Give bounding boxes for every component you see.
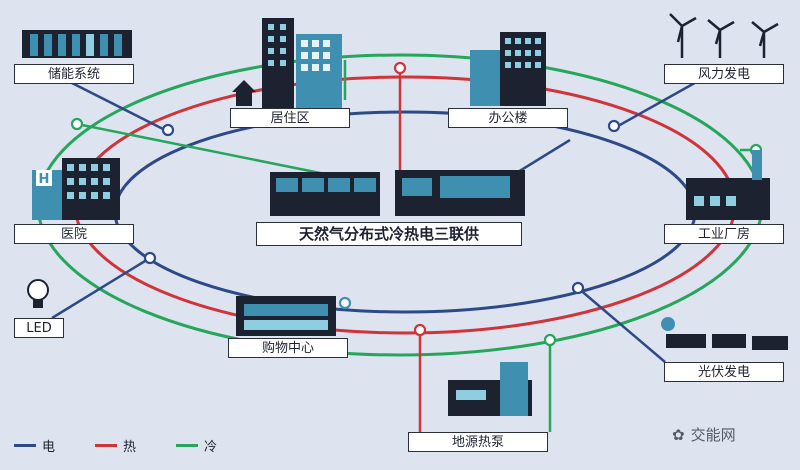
legend-swatch-cold (176, 444, 199, 447)
led-electric-link (51, 256, 151, 320)
battery-storage-icon (22, 30, 132, 58)
label-residential: 居住区 (230, 108, 350, 128)
label-hospital: 医院 (14, 224, 134, 244)
legend-label-cold: 冷 (204, 440, 218, 455)
junction (393, 61, 407, 75)
shopping-mall-icon (236, 296, 336, 336)
junction (161, 123, 175, 137)
label-led: LED (14, 318, 64, 338)
hospital-sign: H (39, 172, 50, 187)
wind-turbines-icon (669, 13, 779, 58)
legend-item-cold: 冷 (176, 436, 217, 455)
label-mall: 购物中心 (228, 338, 348, 358)
label-geothermal: 地源热泵 (408, 432, 548, 452)
office-buildings-icon (470, 32, 546, 106)
junction (413, 323, 427, 337)
junction (338, 296, 352, 310)
pv-electric-link (577, 287, 666, 363)
junction (143, 251, 157, 265)
legend-swatch-electric (14, 444, 36, 447)
connector-lines (51, 60, 755, 432)
legend-item-heat: 热 (95, 436, 136, 455)
label-office: 办公楼 (448, 108, 568, 128)
legend-item-electric: 电 (14, 436, 55, 455)
junction-dots (70, 61, 763, 347)
junction (571, 281, 585, 295)
hospital-cold-link (76, 122, 331, 177)
residential-buildings-icon (232, 18, 342, 108)
legend-swatch-heat (95, 444, 118, 447)
legend-label-heat: 热 (123, 440, 137, 455)
led-bulb-icon (27, 279, 49, 308)
wind-electric-link (617, 78, 701, 128)
junction (607, 119, 621, 133)
label-wind: 风力发电 (664, 64, 784, 84)
legend: 电 热 冷 (14, 436, 217, 455)
label-pv: 光伏发电 (664, 362, 784, 382)
wechat-icon: ✿ (672, 425, 685, 444)
storage-electric-link (69, 80, 166, 132)
label-industrial: 工业厂房 (664, 224, 784, 244)
junction (70, 117, 84, 131)
watermark-text: 交能网 (690, 426, 736, 444)
heat-pump-icon (448, 362, 532, 416)
solar-panels-icon (661, 317, 788, 350)
label-storage: 储能系统 (14, 64, 134, 84)
watermark: ✿ 交能网 (672, 424, 736, 445)
hospital-building-icon: H (32, 158, 120, 220)
legend-label-electric: 电 (42, 440, 56, 455)
chp-plant-icon (270, 170, 525, 216)
junction (543, 333, 557, 347)
chp-title: 天然气分布式冷热电三联供 (256, 222, 522, 246)
factory-icon (686, 150, 770, 220)
